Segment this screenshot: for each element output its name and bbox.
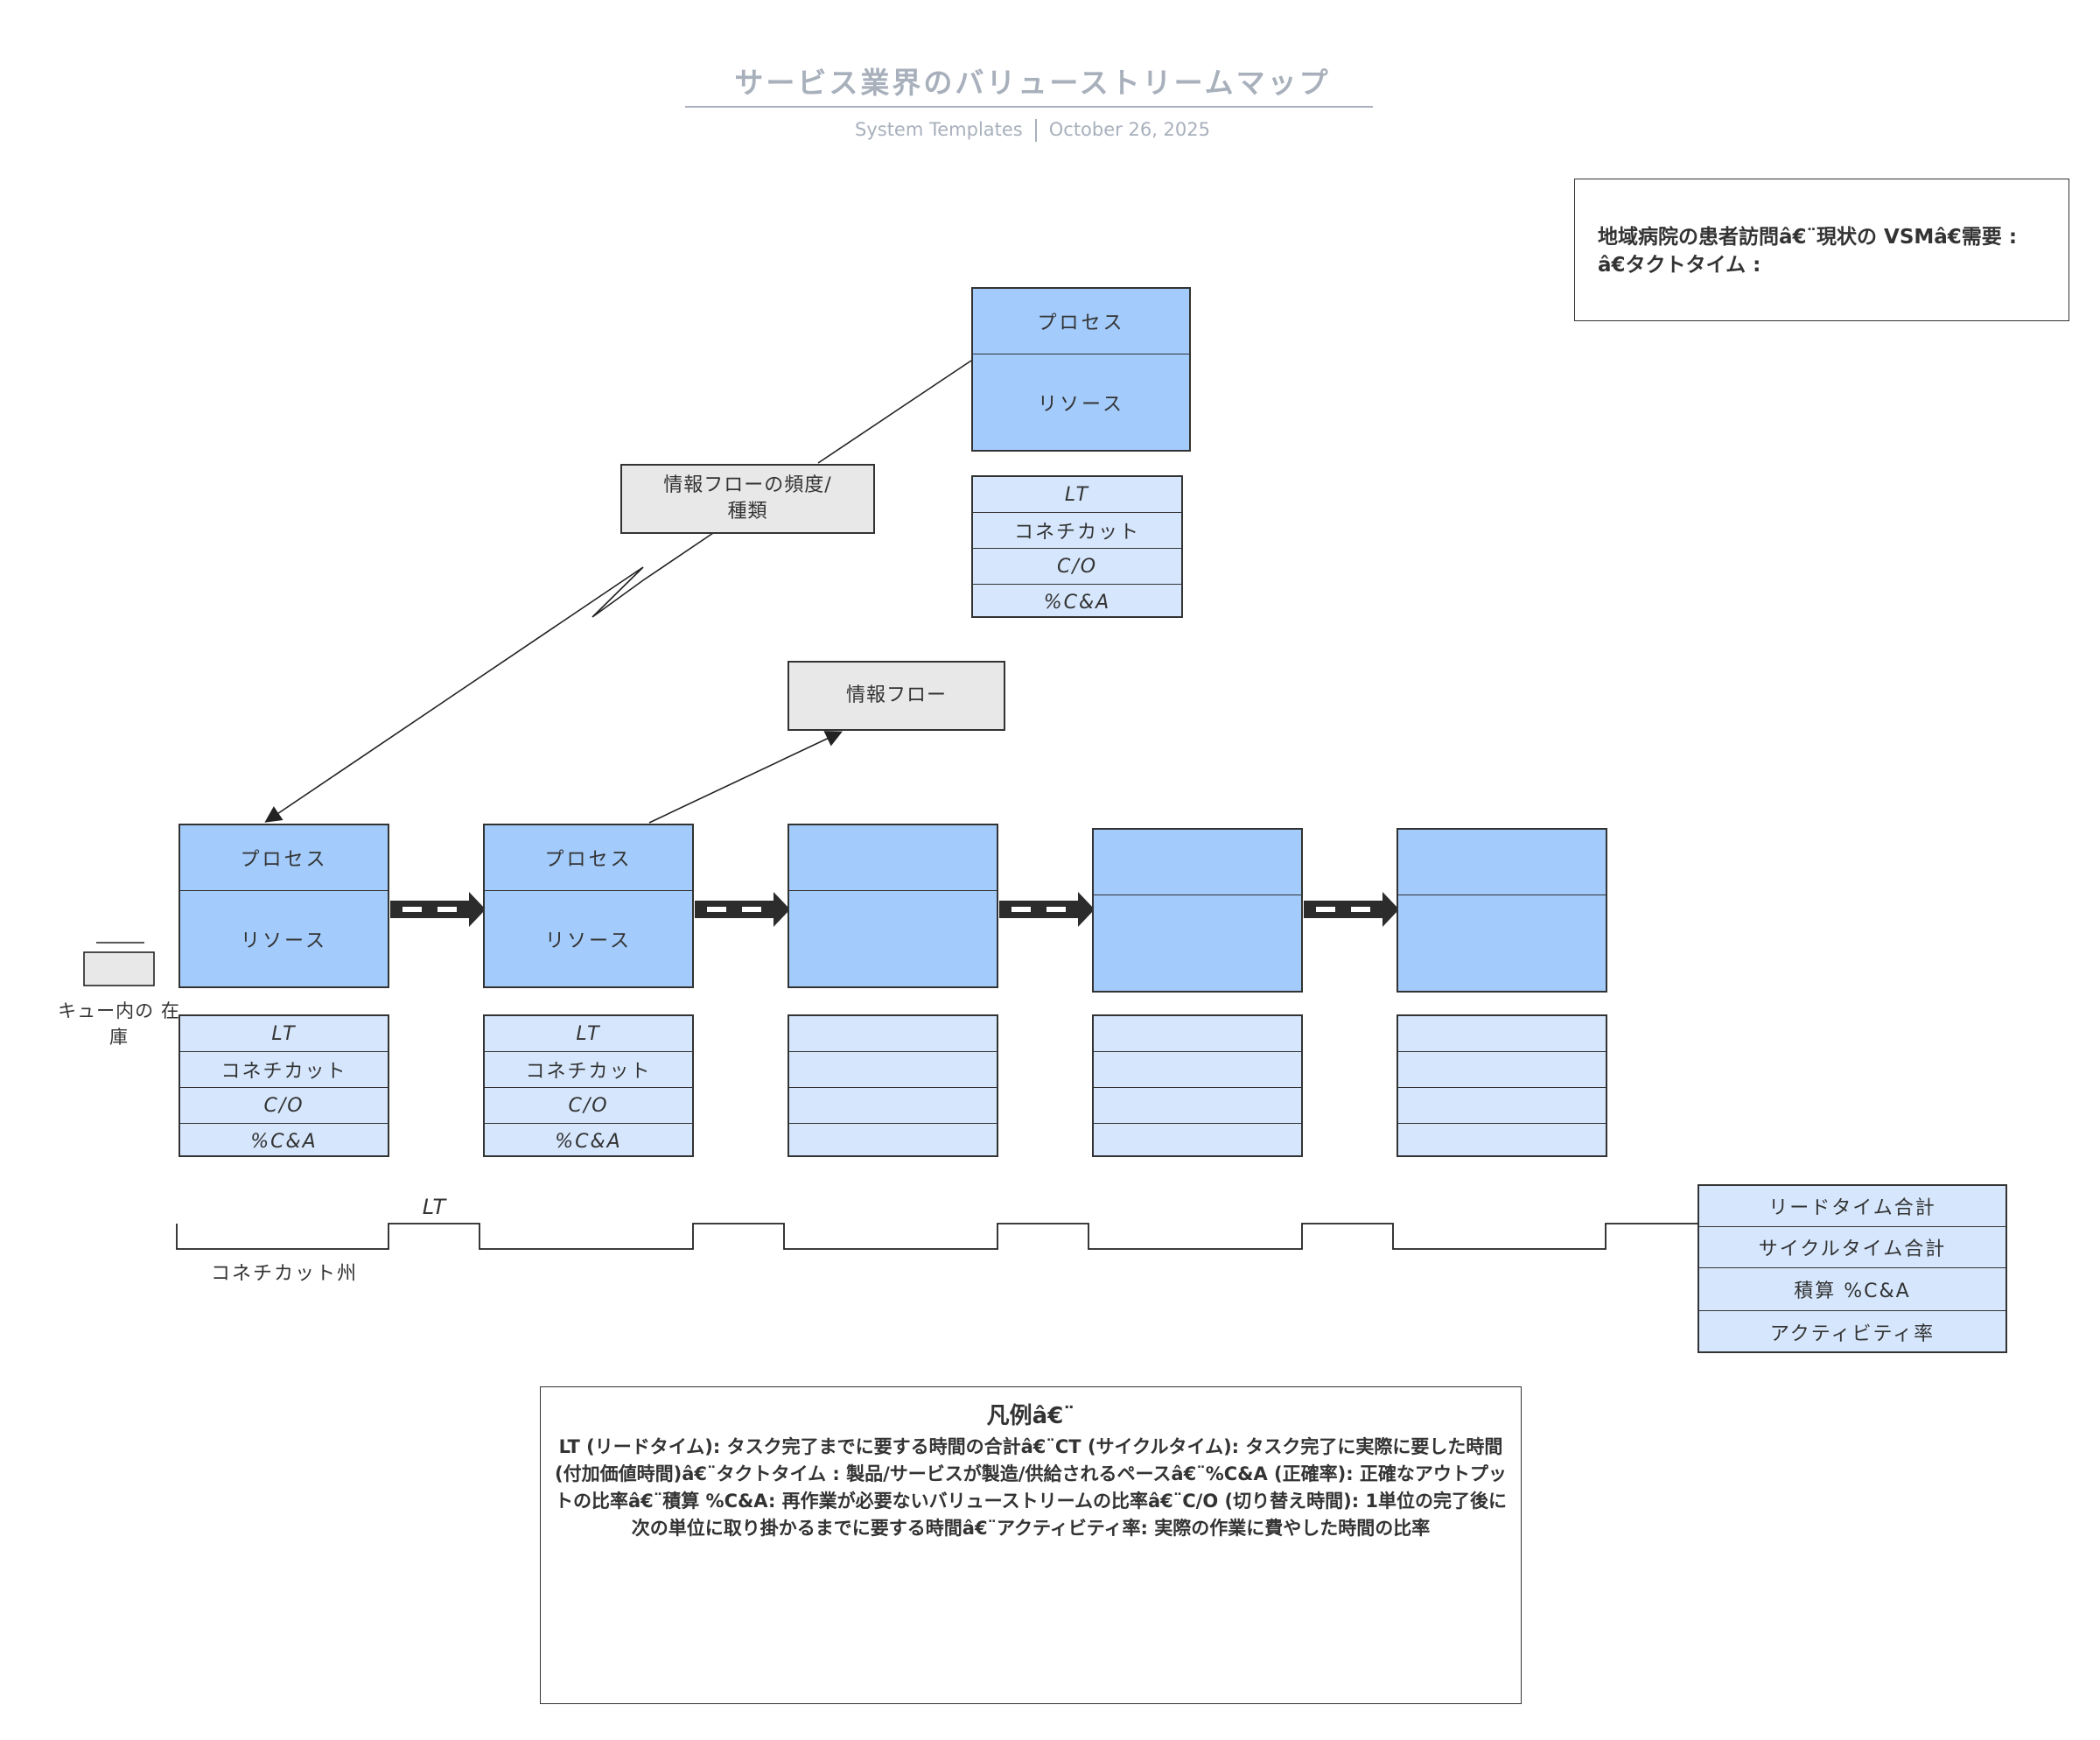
metric-ca: [1398, 1124, 1606, 1159]
metric-co: C/O: [973, 549, 1181, 585]
page-title: サービス業界のバリューストリームマップ: [734, 66, 1331, 100]
process-label: プロセス: [973, 289, 1189, 354]
metric-lt: [1094, 1016, 1301, 1052]
metric-lt: [789, 1016, 997, 1052]
template-source: System Templates: [855, 119, 1023, 140]
process-label: [1094, 830, 1301, 895]
legend-body: LT (リードタイム): タスク完了までに要する時間の合計â€¨CT (サイクル…: [554, 1436, 1508, 1539]
summary-table: リードタイム合計 サイクルタイム合計 積算 %C&A アクティビティ率: [1698, 1184, 2007, 1353]
metric-co: [1094, 1088, 1301, 1124]
metric-ct: [1094, 1052, 1301, 1088]
top-process-box[interactable]: プロセス リソース: [971, 287, 1191, 452]
legend-box: 凡例â€¨ LT (リードタイム): タスク完了までに要する時間の合計â€¨CT…: [540, 1386, 1522, 1704]
rolled-ca: 積算 %C&A: [1699, 1268, 2006, 1311]
process-box-1[interactable]: プロセス リソース: [178, 824, 389, 988]
process-metrics-3: [788, 1014, 998, 1157]
metric-ct: コネチカット: [180, 1052, 388, 1088]
process-metrics-2: LT コネチカット C/O %C&A: [483, 1014, 694, 1157]
metric-co: C/O: [485, 1088, 692, 1124]
resource-label: リソース: [545, 930, 632, 952]
process-label: プロセス: [485, 825, 692, 891]
push-arrow-3: [999, 892, 1095, 927]
lead-time-total: リードタイム合計: [1699, 1186, 2006, 1227]
timeline-ct-label: コネチカット州: [210, 1263, 358, 1285]
metric-ca: %C&A: [555, 1130, 622, 1153]
info-flow-text: 情報フロー: [845, 684, 947, 706]
resource-label: リソース: [1038, 394, 1124, 416]
info-flow-frequency-text: 情報フローの頻度/ 種類: [663, 474, 832, 523]
metric-co: [1398, 1088, 1606, 1124]
metric-lt: LT: [973, 477, 1181, 513]
metric-lt: [1398, 1016, 1606, 1052]
inventory-icon: [83, 951, 155, 986]
metric-ca: %C&A: [250, 1130, 318, 1153]
push-arrow-2: [695, 892, 790, 927]
metric-co: [789, 1088, 997, 1124]
metric-lt: LT: [180, 1016, 388, 1052]
template-date: October 26, 2025: [1048, 119, 1210, 140]
metric-ct: [1398, 1052, 1606, 1088]
process-box-2[interactable]: プロセス リソース: [483, 824, 694, 988]
process-metrics-4: [1092, 1014, 1303, 1157]
timeline-lt-label: LT: [422, 1195, 446, 1219]
metric-co: C/O: [180, 1088, 388, 1124]
metric-lt: LT: [485, 1016, 692, 1052]
process-label: プロセス: [180, 825, 388, 891]
push-arrow-1: [390, 892, 486, 927]
process-metrics-5: [1396, 1014, 1607, 1157]
process-label: [789, 825, 997, 891]
queue-inventory-label: キュー内の 在庫: [58, 1000, 180, 1048]
metric-ct: コネチカット: [485, 1052, 692, 1088]
electronic-info-flow-arrow: [264, 532, 714, 823]
title-underline: [685, 106, 1373, 108]
metric-ct: コネチカット: [973, 513, 1181, 549]
metric-ca: %C&A: [1043, 591, 1111, 614]
resource-label: [789, 891, 997, 987]
subtitle-separator: [1034, 119, 1037, 142]
metric-ca: [789, 1124, 997, 1159]
activity-ratio: アクティビティ率: [1769, 1323, 1936, 1345]
demand-box[interactable]: 地域病院の患者訪問â€¨現状の VSMâ€需要 : â€タクトタイム :: [1574, 179, 2069, 321]
resource-label: [1398, 895, 1606, 992]
process-box-3[interactable]: [788, 824, 998, 988]
info-flow-line-upper: [817, 360, 972, 464]
info-flow-frequency-box[interactable]: 情報フローの頻度/ 種類: [620, 464, 875, 534]
info-flow-box[interactable]: 情報フロー: [788, 661, 1005, 731]
process-metrics-1: LT コネチカット C/O %C&A: [178, 1014, 389, 1157]
resource-label: リソース: [241, 930, 327, 952]
page-subtitle: System Templates October 26, 2025: [682, 119, 1382, 142]
process-box-4[interactable]: [1092, 828, 1303, 993]
legend-title: 凡例â€¨: [986, 1403, 1075, 1429]
timeline-ladder: [176, 1223, 1698, 1250]
push-arrow-4: [1304, 892, 1399, 927]
demand-text: 地域病院の患者訪問â€¨現状の VSMâ€需要 : â€タクトタイム :: [1598, 226, 2018, 277]
cycle-time-total: サイクルタイム合計: [1699, 1227, 2006, 1268]
metric-ca: [1094, 1124, 1301, 1159]
process-label: [1398, 830, 1606, 895]
info-flow-arrow: [648, 731, 843, 824]
metric-ct: [789, 1052, 997, 1088]
process-box-5[interactable]: [1396, 828, 1607, 993]
top-process-metrics: LT コネチカット C/O %C&A: [971, 475, 1183, 618]
resource-label: [1094, 895, 1301, 992]
